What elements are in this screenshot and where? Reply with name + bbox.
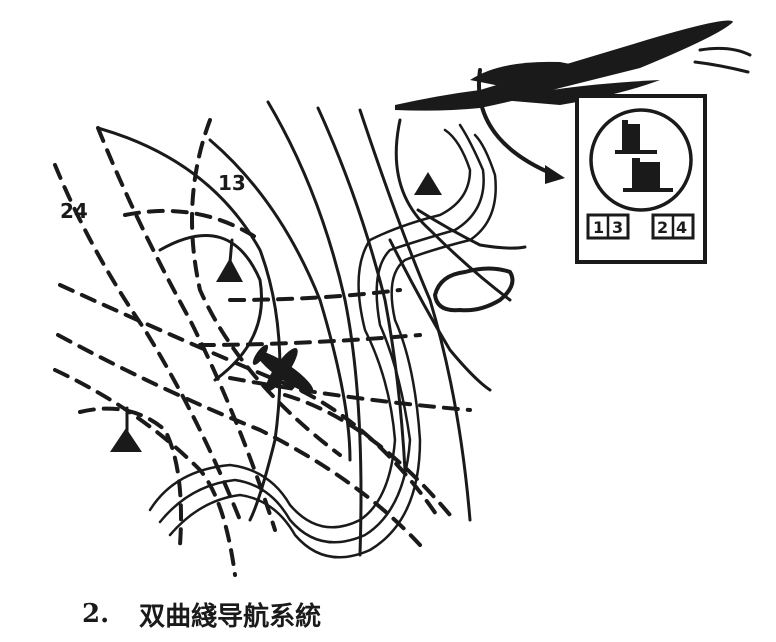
river [148, 123, 497, 559]
figure-caption: 2. 双曲綫导航系統 [82, 596, 321, 632]
slave-station-north-east-icon [414, 172, 442, 195]
svg-text:4: 4 [676, 218, 687, 237]
right-counter-readout: 2 4 [651, 213, 695, 240]
lake [432, 266, 515, 313]
motion-arrow [477, 68, 565, 184]
svg-text:2: 2 [657, 218, 668, 237]
dashed-hyperbola-lines [53, 118, 472, 577]
navigation-instrument-panel: 1 3 2 4 [575, 94, 707, 264]
hyperbola-label-13: 13 [218, 171, 246, 195]
master-station-icon [216, 238, 243, 282]
svg-text:3: 3 [612, 218, 623, 237]
slave-station-south-west-icon [110, 406, 142, 452]
hyperbola-label-24: 24 [60, 199, 88, 223]
figure-caption-text: 双曲綫导航系統 [139, 601, 322, 632]
large-airplane-icon [395, 20, 752, 111]
figure-number: 2. [82, 599, 110, 629]
solid-hyperbola-lines [96, 100, 527, 557]
step-indicator-icon [615, 120, 673, 192]
left-counter-readout: 1 3 [586, 213, 630, 240]
aircraft-icon [252, 344, 314, 393]
hyperbolic-navigation-diagram: 13 24 1 3 2 4 [53, 20, 752, 577]
svg-text:1: 1 [593, 218, 604, 237]
